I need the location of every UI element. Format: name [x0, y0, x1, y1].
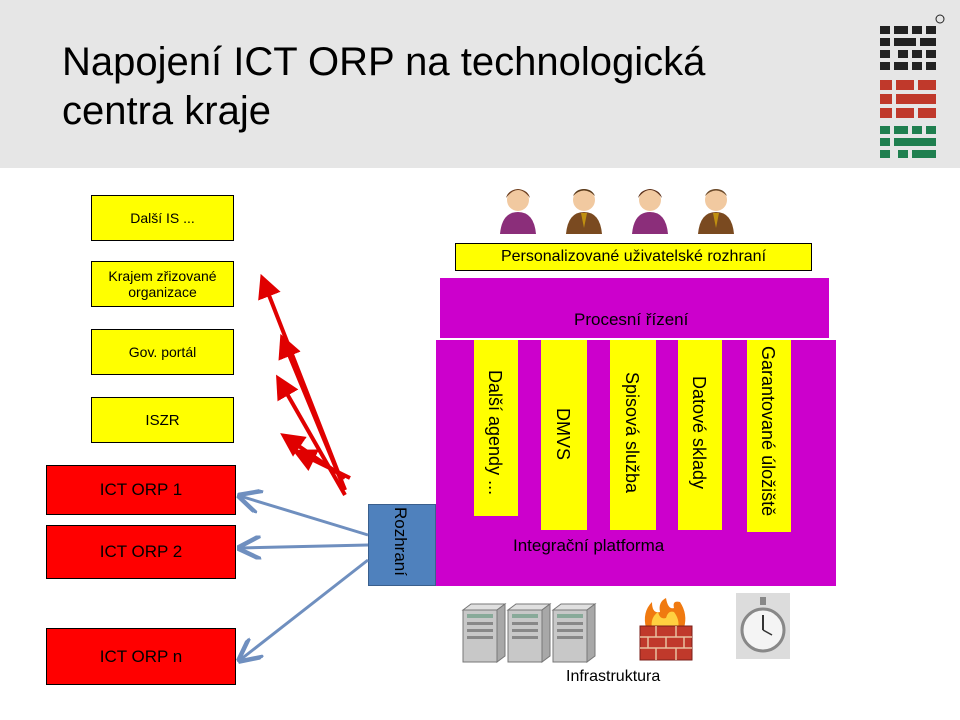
column-spisova-sluzba	[610, 340, 656, 530]
box-personalizovane: Personalizované uživatelské rozhraní	[455, 243, 812, 271]
user-icon	[566, 189, 602, 234]
procesni-rizeni-panel	[440, 278, 829, 338]
infrastruktura-label: Infrastruktura	[566, 668, 661, 685]
box-iszr-label: ISZR	[145, 411, 180, 429]
box-krajem-label: Krajem zřizované organizace	[108, 268, 217, 300]
server-icon	[506, 603, 552, 663]
box-dalsi-is-label: Další IS ...	[130, 210, 195, 226]
column-garantovane-uloziste	[747, 340, 791, 532]
column-datove-sklady-label: Datové sklady	[689, 376, 709, 490]
box-ict-orp-2-label: ICT ORP 2	[99, 542, 183, 561]
box-ict-orp-1-label: ICT ORP 1	[99, 480, 183, 499]
ibm-logo	[880, 14, 945, 158]
integracni-platforma-label: Integrační platforma	[513, 536, 665, 555]
header-band	[0, 0, 960, 168]
box-krajem-zrizovane: Krajem zřizované organizace	[91, 261, 234, 307]
user-icon	[698, 189, 734, 234]
box-gov-portal-label: Gov. portál	[128, 344, 197, 360]
red-arrow	[292, 449, 351, 480]
column-dalsi-agendy-label: Další agendy ...	[485, 370, 505, 496]
server-icon	[551, 603, 597, 663]
column-spisova-sluzba-label: Spisová služba	[622, 372, 642, 494]
box-gov-portal: Gov. portál	[91, 329, 234, 375]
blue-arrow	[240, 558, 369, 660]
box-dalsi-is: Další IS ...	[91, 195, 234, 241]
page-title: Napojení ICT ORP na technologická centra…	[62, 40, 706, 133]
personalizovane-label: Personalizované uživatelské rozhraní	[500, 248, 767, 265]
column-dmvs	[541, 340, 587, 530]
column-dmvs-label: DMVS	[553, 408, 573, 461]
column-dalsi-agendy	[474, 340, 518, 516]
red-arrow	[280, 433, 347, 480]
user-icon	[500, 189, 536, 234]
red-arrow	[258, 273, 347, 491]
column-garantovane-uloziste-label: Garantované úložiště	[758, 346, 778, 517]
server-icon	[461, 603, 507, 663]
blue-arrow	[240, 545, 369, 548]
box-ict-orp-n-label: ICT ORP n	[99, 646, 183, 666]
stopwatch-icon	[736, 593, 790, 659]
rozhrani-box	[368, 504, 436, 586]
red-arrow	[276, 374, 347, 496]
blue-arrow	[240, 496, 369, 537]
procesni-rizeni-label: Procesní řízení	[574, 310, 689, 329]
user-icon	[632, 189, 668, 234]
box-ict-orp-1: ICT ORP 1	[46, 465, 236, 515]
rozhrani-label: Rozhraní	[391, 507, 410, 576]
box-ict-orp-n: ICT ORP n	[46, 628, 236, 685]
column-datove-sklady	[678, 340, 722, 530]
box-ict-orp-2: ICT ORP 2	[46, 525, 236, 579]
firewall-icon	[639, 598, 693, 661]
box-iszr: ISZR	[91, 397, 234, 443]
red-arrow	[278, 333, 347, 491]
